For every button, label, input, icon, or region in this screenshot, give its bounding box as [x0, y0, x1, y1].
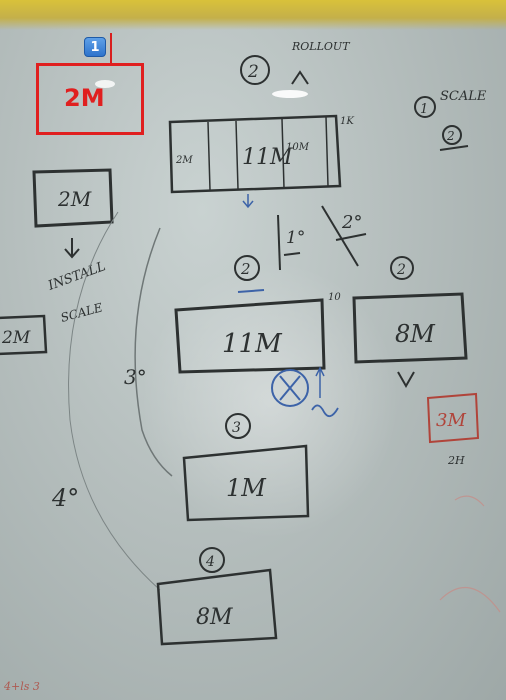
- blue-underline: [237, 289, 265, 293]
- segment-label: 2M: [175, 155, 193, 166]
- blue-x: [279, 375, 301, 401]
- curve-line: [68, 211, 161, 591]
- segment-label: 10M: [286, 142, 310, 153]
- install-note: INSTALL: [45, 259, 107, 294]
- circle-number: 2: [240, 260, 251, 278]
- circle-number: 2: [396, 262, 406, 278]
- underline: [439, 145, 469, 151]
- box-outline: [352, 292, 468, 364]
- degree-note: 1°: [286, 228, 305, 248]
- degree-note: 3°: [124, 365, 147, 389]
- bottom-left-note: 4+ls 3: [3, 680, 40, 693]
- red-box-outline: [426, 392, 480, 444]
- circle-marker: [414, 96, 436, 118]
- wall-edge: [0, 0, 506, 30]
- underline: [335, 233, 367, 241]
- annotation-highlight-text: 2M: [64, 84, 105, 112]
- box-outline: [182, 444, 310, 522]
- red-box-note: 2H: [447, 454, 465, 467]
- annotation-marker-badge: 1: [84, 37, 106, 57]
- segment-label: 11M: [242, 145, 293, 170]
- box-outline: [0, 314, 48, 356]
- circle-marker: [234, 255, 260, 281]
- far-left-box-label: 2M: [1, 328, 31, 348]
- up-arrow: [291, 70, 309, 85]
- right-note-2: 2: [446, 129, 455, 143]
- circle-marker: [442, 125, 462, 145]
- circle-marker: [199, 547, 225, 573]
- underline: [283, 252, 301, 256]
- down-arrow: [64, 238, 80, 259]
- annotation-pointer-line: [110, 33, 112, 65]
- blue-circle: [271, 369, 309, 407]
- top-circle-number: 2: [247, 62, 259, 82]
- scale-note: SCALE: [59, 300, 104, 325]
- degree-note: 4°: [51, 484, 79, 512]
- right-note-scale: SCALE: [440, 89, 487, 104]
- divider-line: [277, 214, 281, 271]
- box-tag: 1K: [340, 116, 354, 127]
- light-reflection: [272, 90, 308, 98]
- faint-red-scribble: [439, 586, 501, 613]
- left-box-label: 2M: [57, 187, 92, 211]
- mid-box-right-label: 8M: [395, 320, 436, 348]
- blue-arrow: [315, 366, 325, 398]
- circle-marker: [390, 256, 414, 280]
- mid-box-left-label: 11M: [222, 329, 283, 359]
- annotation-highlight-box[interactable]: [36, 63, 144, 135]
- slash-line: [321, 205, 359, 267]
- circle-number: 3: [232, 420, 241, 436]
- blue-arrow: [242, 194, 254, 209]
- circle-marker: [225, 413, 251, 439]
- box-1m-label: 1M: [226, 474, 267, 502]
- down-chevron: [397, 371, 415, 389]
- blue-squiggle: [311, 404, 339, 418]
- box-outline: [168, 114, 342, 194]
- segment-dividers: [207, 116, 329, 191]
- circle-marker: [240, 55, 270, 85]
- curve-line: [134, 227, 173, 477]
- right-note-1: 1: [420, 102, 428, 117]
- degree-note: 2°: [341, 212, 362, 233]
- circle-number: 4: [205, 554, 215, 570]
- box-outline: [156, 568, 278, 646]
- light-reflection: [95, 80, 115, 88]
- box-8m-bottom-label: 8M: [196, 605, 233, 630]
- box-tag: 10: [328, 292, 341, 303]
- red-box-label: 3M: [436, 410, 466, 431]
- rollout-note: ROLLOUT: [291, 40, 351, 53]
- faint-red-scribble: [454, 495, 485, 507]
- light-glare: [140, 260, 400, 540]
- box-outline: [174, 298, 326, 374]
